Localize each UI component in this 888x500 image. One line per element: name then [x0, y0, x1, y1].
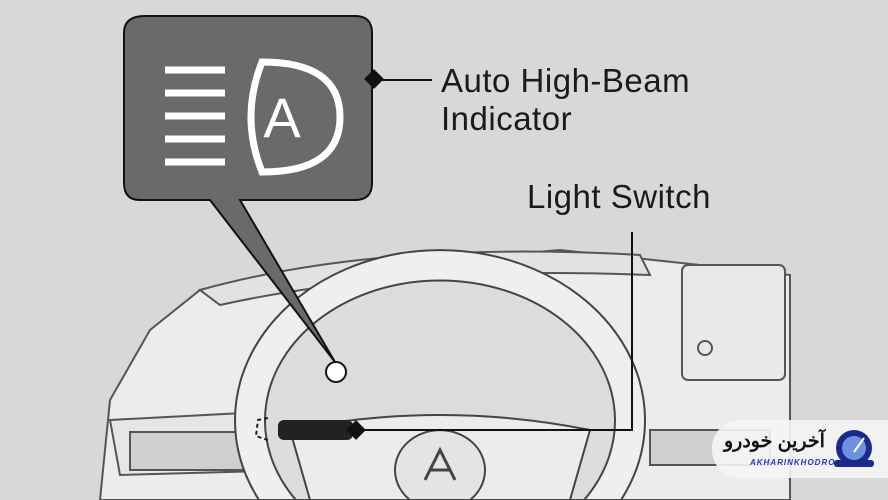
label-line-1: Auto High-Beam [441, 62, 691, 99]
indicator-letter: A [263, 86, 301, 149]
label-line-2: Indicator [441, 100, 573, 137]
light-switch-label: Light Switch [527, 178, 711, 215]
auto-high-beam-icon [165, 58, 344, 176]
indicator-callout: A [123, 15, 373, 383]
watermark-text-en: AKHARINKHODRO [750, 458, 836, 467]
light-switch-stalk [254, 417, 353, 441]
gauge-logo-icon [834, 430, 874, 467]
auto-high-beam-label: Auto High-Beam Indicator [441, 62, 690, 138]
leader-lines [346, 69, 633, 440]
watermark: آخرین خودرو AKHARINKHODRO [712, 420, 888, 478]
watermark-text-fa: آخرین خودرو [724, 431, 825, 452]
steering-wheel [234, 249, 646, 500]
center-display [681, 264, 786, 381]
